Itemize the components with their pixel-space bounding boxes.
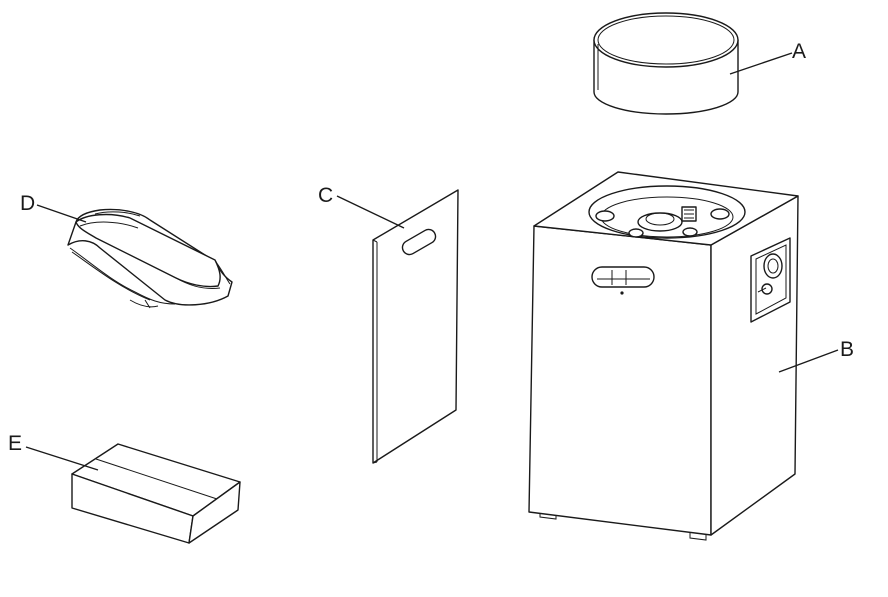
label-b: B xyxy=(840,338,854,361)
label-a: A xyxy=(792,40,806,63)
part-a-ring xyxy=(593,12,739,115)
part-c-panel xyxy=(372,189,459,464)
part-d-cover xyxy=(67,208,233,309)
part-b-base xyxy=(528,171,799,541)
label-d: D xyxy=(20,192,35,215)
label-e: E xyxy=(8,432,22,455)
leader-c xyxy=(336,195,405,229)
part-e-box xyxy=(71,443,241,544)
leader-b xyxy=(778,349,839,373)
leader-a xyxy=(729,52,793,75)
leader-d xyxy=(36,204,87,223)
label-c: C xyxy=(318,184,333,207)
leader-e xyxy=(25,446,99,471)
